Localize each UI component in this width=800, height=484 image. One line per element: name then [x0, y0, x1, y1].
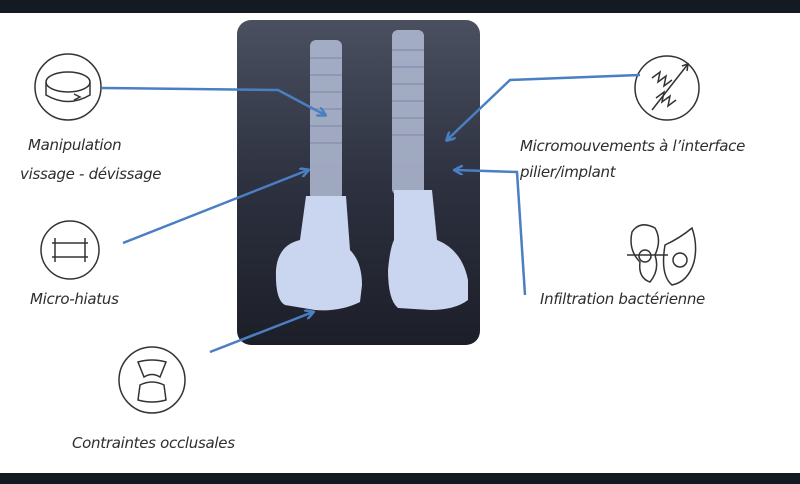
label-infiltration: Infiltration bactérienne	[540, 290, 705, 308]
label-micro-hiatus: Micro-hiatus	[30, 290, 119, 308]
bacteria-icon	[627, 224, 697, 286]
arrow-micro-hiatus	[122, 170, 308, 245]
label-vissage: vissage - dévissage	[20, 165, 162, 183]
label-contraintes: Contraintes occlusales	[72, 434, 235, 452]
top-frame-bar	[0, 0, 800, 13]
arrows	[101, 73, 641, 354]
occlusal-teeth-icon	[118, 346, 186, 414]
right-implant	[388, 30, 468, 310]
label-manipulation: Manipulation	[28, 136, 122, 154]
left-implant	[275, 40, 362, 311]
micro-gap-icon	[40, 220, 100, 280]
screw-rotation-icon	[34, 53, 102, 121]
bottom-frame-bar	[0, 473, 800, 484]
arrow-manipulation	[101, 86, 325, 115]
arrow-micromouvements	[447, 73, 641, 140]
label-micromouvements: Micromouvements à l’interface	[520, 137, 746, 155]
arrow-infiltration	[455, 170, 527, 296]
arrow-contraintes	[209, 312, 313, 354]
label-pilier-implant: pilier/implant	[520, 163, 616, 181]
micromovement-icon	[634, 55, 700, 121]
